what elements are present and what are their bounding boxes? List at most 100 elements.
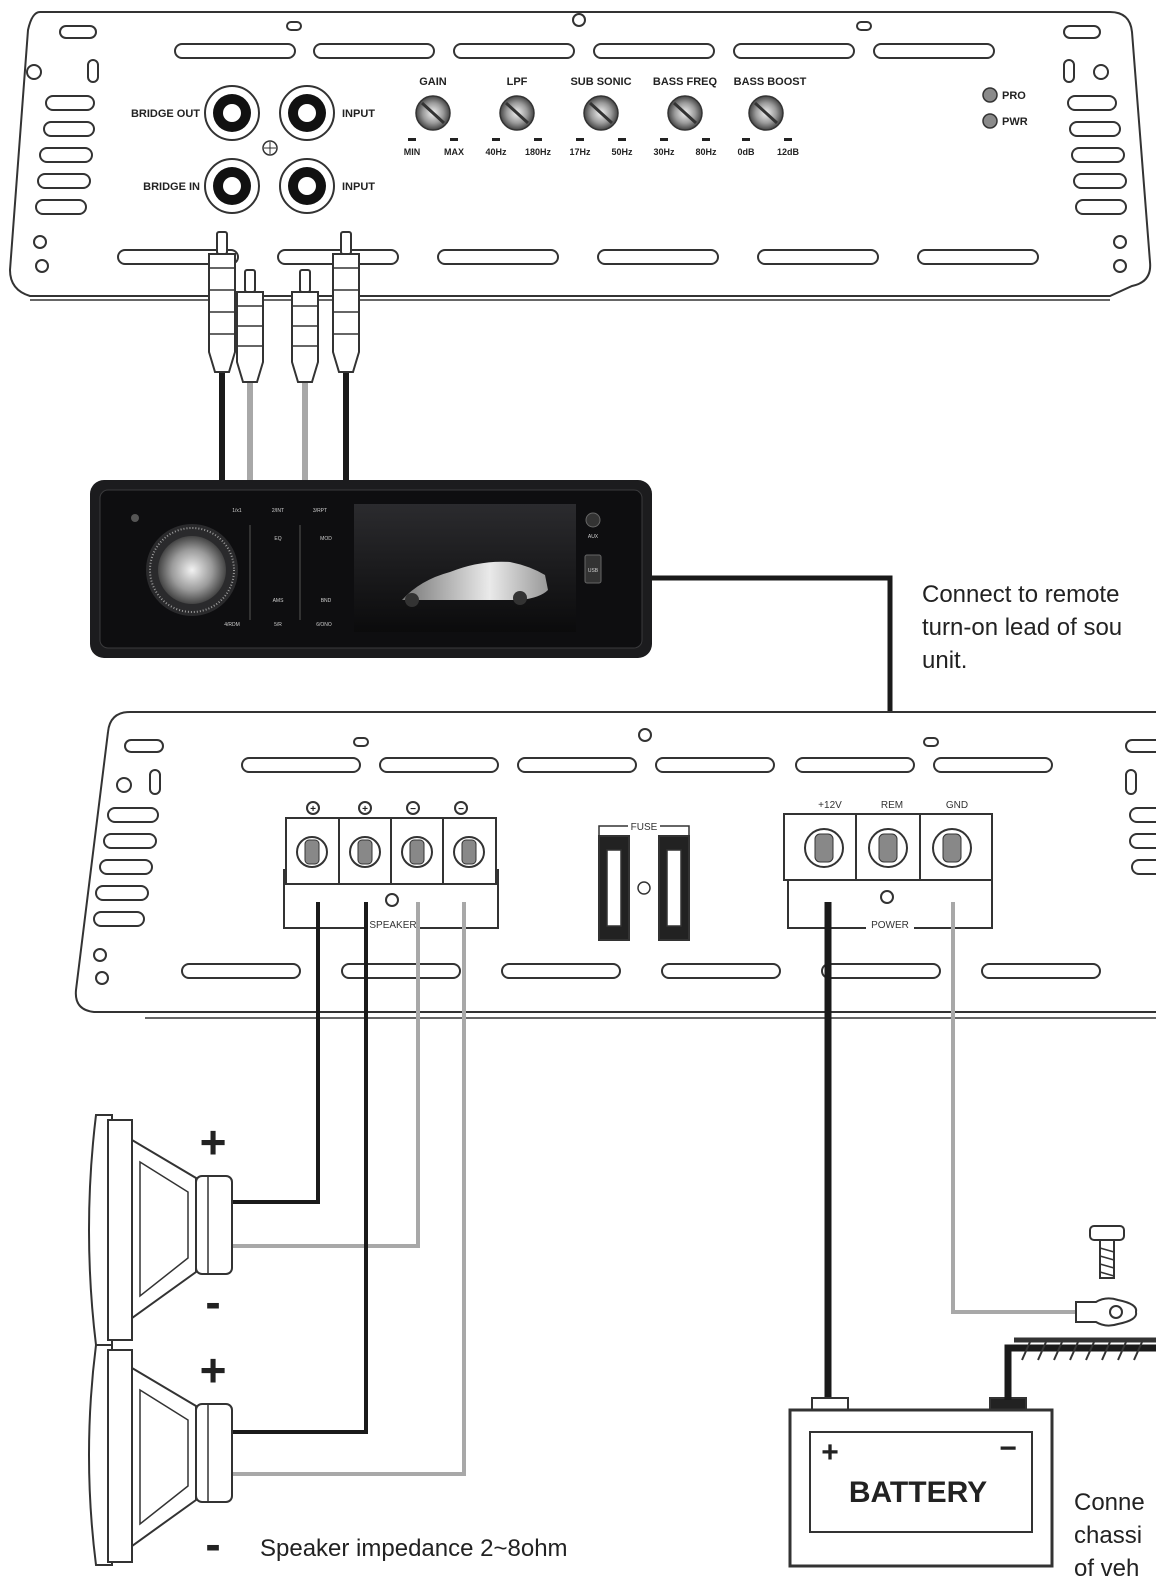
hu-label[interactable]: 3/RPT xyxy=(313,508,327,514)
hu-usb-label: USB xyxy=(588,568,599,574)
fuse[interactable]: FUSE xyxy=(597,822,693,942)
knob-lpf[interactable]: LPF 40Hz 180Hz xyxy=(485,76,551,157)
knob-bass-boost-min: 0dB xyxy=(737,147,755,157)
power-label: POWER xyxy=(871,920,909,931)
power-terminal-screw[interactable] xyxy=(868,828,908,868)
chassis-note-line: of veh xyxy=(1074,1555,1140,1582)
polarity-marker: − xyxy=(454,801,468,815)
knob-bass-freq-label: BASS FREQ xyxy=(653,76,718,88)
svg-text:+: + xyxy=(310,804,316,815)
fuse-label: FUSE xyxy=(631,822,658,833)
rca-plug xyxy=(208,231,236,373)
hu-label[interactable]: 4/RDM xyxy=(224,622,240,628)
hu-label[interactable]: AMS xyxy=(273,598,285,604)
speaker-1: + - xyxy=(88,1114,233,1346)
knob-bass-freq[interactable]: BASS FREQ 30Hz 80Hz xyxy=(653,76,718,157)
bridge-in-label: BRIDGE IN xyxy=(143,181,200,193)
speaker-1-plus: + xyxy=(200,1116,227,1168)
bolt-icon xyxy=(1089,1225,1125,1279)
speaker-terminal-screw[interactable] xyxy=(349,836,381,868)
knob-gain-min: MIN xyxy=(404,147,421,157)
power-terminal-screw[interactable] xyxy=(804,828,844,868)
knob-lpf-label: LPF xyxy=(507,76,528,88)
speaker-wires xyxy=(232,902,466,1476)
knob-gain[interactable]: GAIN MIN MAX xyxy=(404,76,464,157)
input-label-2: INPUT xyxy=(342,181,375,193)
speaker-2-minus: - xyxy=(205,1518,220,1568)
knob-sub-sonic[interactable]: SUB SONIC 17Hz 50Hz xyxy=(569,76,633,157)
knob-sub-sonic-max: 50Hz xyxy=(611,147,633,157)
rca-jack-input-1[interactable] xyxy=(279,85,335,141)
battery: + − BATTERY xyxy=(788,1397,1054,1568)
car-image xyxy=(402,561,548,600)
battery-negative-wire xyxy=(1004,1344,1156,1400)
battery-plus: + xyxy=(821,1436,839,1469)
knob-bass-boost-max: 12dB xyxy=(777,147,800,157)
battery-minus: − xyxy=(999,1432,1017,1465)
polarity-marker: + xyxy=(358,801,372,815)
led-pro: PRO xyxy=(982,87,1026,103)
remote-note-line: turn-on lead of sou xyxy=(922,614,1123,641)
speaker-2-plus: + xyxy=(200,1344,227,1396)
rca-plug xyxy=(332,231,360,373)
hu-label[interactable]: MOD xyxy=(320,536,332,542)
speaker-terminal-screw[interactable] xyxy=(296,836,328,868)
ground-wire xyxy=(951,902,1080,1314)
ring-terminal-icon xyxy=(1075,1297,1138,1327)
chassis-note: Conne chassi of veh xyxy=(1074,1486,1145,1585)
chassis-note-line: chassi xyxy=(1074,1522,1143,1549)
knob-bass-freq-max: 80Hz xyxy=(695,147,717,157)
knob-sub-sonic-min: 17Hz xyxy=(569,147,591,157)
chassis-note-line: Conne xyxy=(1074,1489,1145,1516)
power-term-gnd: GND xyxy=(946,800,968,811)
led-pro-label: PRO xyxy=(1002,90,1026,102)
rca-plug xyxy=(236,269,264,383)
remote-note-line: Connect to remote xyxy=(922,581,1120,608)
polarity-marker: + xyxy=(306,801,320,815)
svg-text:−: − xyxy=(458,804,464,815)
speaker-2: + - xyxy=(88,1344,233,1568)
top-amplifier: BRIDGE OUT BRIDGE IN INPUT INPUT GAIN MI… xyxy=(8,11,1152,301)
power-terminal-screw[interactable] xyxy=(932,828,972,868)
hu-label[interactable]: 6/ONO xyxy=(316,622,332,628)
hu-label[interactable]: BND xyxy=(321,598,332,604)
power-term-rem: REM xyxy=(881,800,903,811)
knob-bass-boost-label: BASS BOOST xyxy=(734,76,807,88)
led-pwr: PWR xyxy=(982,113,1028,129)
svg-text:+: + xyxy=(362,804,368,815)
bottom-amplifier: + + − − SPEAKER FUSE +12V xyxy=(74,711,1156,1019)
knob-bass-boost[interactable]: BASS BOOST 0dB 12dB xyxy=(734,76,807,157)
rca-jack-bridge-out[interactable] xyxy=(204,85,260,141)
hu-aux-label: AUX xyxy=(588,534,599,540)
rca-jack-input-2[interactable] xyxy=(279,158,335,214)
input-label-1: INPUT xyxy=(342,108,375,120)
speaker-1-minus: - xyxy=(205,1276,220,1328)
power-terminal-block: +12V REM GND POWER xyxy=(783,800,993,931)
rca-plug xyxy=(291,269,319,383)
head-unit: 1/x1 2/INT 3/RPT EQ MOD AMS BND 4/RDM 5/… xyxy=(90,480,652,658)
rca-cables xyxy=(208,231,360,482)
led-pwr-label: PWR xyxy=(1002,116,1028,128)
hu-label[interactable]: 1/x1 xyxy=(232,508,242,514)
volume-knob[interactable] xyxy=(146,524,238,616)
speaker-terminal-screw[interactable] xyxy=(453,836,485,868)
knob-gain-max: MAX xyxy=(444,147,464,157)
screw-icon xyxy=(262,140,278,156)
knob-bass-freq-min: 30Hz xyxy=(653,147,675,157)
hu-label[interactable]: EQ xyxy=(274,536,281,542)
rca-jack-bridge-in[interactable] xyxy=(204,158,260,214)
battery-label: BATTERY xyxy=(849,1476,987,1509)
bridge-out-label: BRIDGE OUT xyxy=(131,108,200,120)
knob-lpf-max: 180Hz xyxy=(525,147,552,157)
speaker-terminal-screw[interactable] xyxy=(401,836,433,868)
remote-note: Connect to remote turn-on lead of sou un… xyxy=(922,578,1122,677)
power-term-12v: +12V xyxy=(818,800,842,811)
knob-gain-label: GAIN xyxy=(419,76,447,88)
chassis-ground xyxy=(1014,1337,1156,1361)
svg-text:−: − xyxy=(410,804,416,815)
impedance-note: Speaker impedance 2~8ohm xyxy=(260,1535,568,1562)
speaker-label: SPEAKER xyxy=(369,920,416,931)
hu-label[interactable]: 2/INT xyxy=(272,508,284,514)
hu-label[interactable]: 5/R xyxy=(274,622,282,628)
